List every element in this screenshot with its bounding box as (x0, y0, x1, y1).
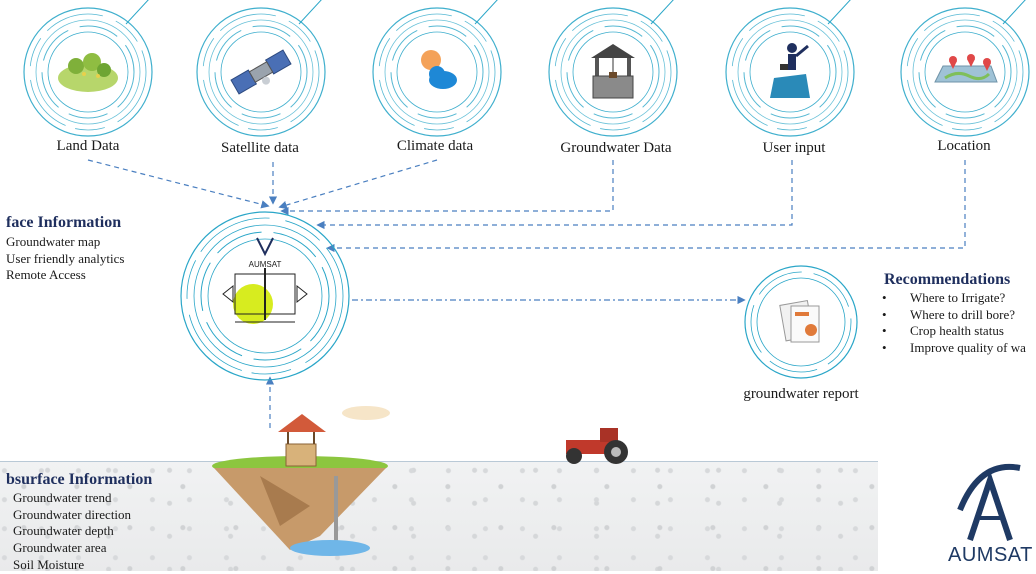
tractor-icon (566, 428, 628, 464)
interface-item: User friendly analytics (6, 250, 125, 266)
island-well (212, 414, 388, 556)
source-label-groundwater: Groundwater Data (560, 140, 672, 156)
climate-data-node (372, 0, 502, 137)
interface-list: Groundwater map User friendly analytics … (6, 234, 124, 284)
location-node (900, 0, 1030, 137)
arrow-climate (278, 159, 438, 210)
hub-logo-text: AUMSAT (248, 260, 282, 269)
brand-logo-icon (957, 463, 1021, 541)
interface-item: Groundwater map (6, 234, 101, 249)
subsurface-title: bsurface Information (6, 471, 153, 488)
recommendations-title: Recommendations (884, 271, 1011, 288)
brand-logo-text: AUMSAT (948, 544, 1033, 566)
source-label-climate: Climate data (396, 138, 474, 154)
report-label: groundwater report (743, 386, 859, 402)
aumsat-process-icon (222, 237, 308, 324)
recommendation-item: Where to drill bore? (882, 307, 1026, 324)
map-icon (934, 54, 998, 83)
interface-title: face Information (6, 214, 122, 231)
source-label-land: Land Data (56, 138, 120, 154)
arrow-user (316, 160, 793, 230)
arrow-land (87, 159, 270, 209)
well-icon (591, 44, 635, 99)
report-icon (779, 299, 820, 343)
source-label-satellite: Satellite data (221, 140, 299, 156)
satellite-icon (230, 49, 292, 95)
recommendation-item: Improve quality of wa (882, 340, 1026, 357)
cloud (342, 406, 390, 420)
recommendations-list: Where to Irrigate? Where to drill bore? … (882, 290, 1026, 357)
land-data-node (23, 0, 153, 137)
subsurface-item: Groundwater trend (13, 490, 112, 505)
aumsat-hub (180, 211, 350, 381)
subsurface-item: Groundwater depth (13, 523, 114, 539)
recommendation-item: Crop health status (882, 323, 1026, 340)
source-label-location: Location (937, 138, 991, 154)
report-node (744, 265, 858, 379)
ground-strip (0, 461, 878, 571)
user-input-node (725, 0, 855, 137)
climate-icon (421, 50, 457, 89)
interface-item: Remote Access (6, 267, 86, 283)
subsurface-item: Groundwater direction (13, 506, 132, 522)
recommendation-item: Where to Irrigate? (882, 290, 1026, 307)
arrow-groundwater (280, 160, 614, 216)
subsurface-item: Soil Moisture (13, 556, 85, 572)
user-icon (770, 43, 810, 98)
connector-arrows (87, 159, 966, 428)
land-icon (58, 53, 118, 92)
satellite-data-node (196, 0, 326, 137)
subsurface-item: Groundwater area (13, 540, 107, 556)
subsurface-list: Groundwater trend Groundwater direction … (13, 490, 131, 574)
arrow-location (326, 160, 966, 253)
source-label-user: User input (762, 140, 826, 156)
groundwater-data-node (548, 0, 678, 137)
